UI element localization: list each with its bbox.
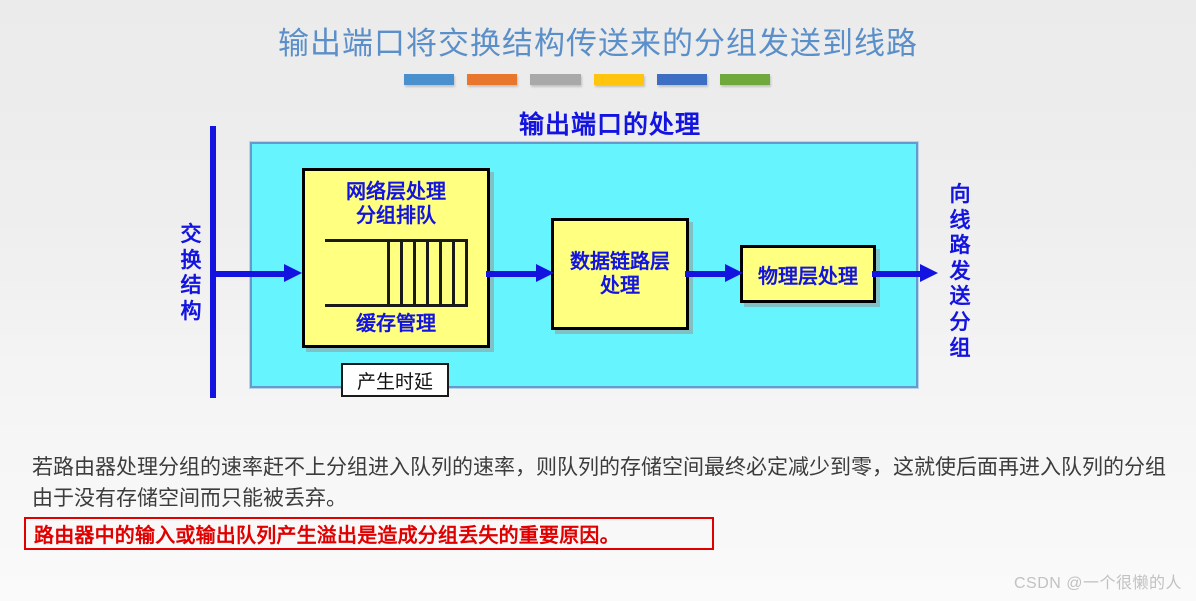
accent-bar-1: [404, 74, 455, 85]
out-label-char-5: 送: [949, 285, 971, 309]
datalink-layer-label: 数据链路层 处理: [570, 250, 670, 298]
page-title: 输出端口将交换结构传送来的分组发送到线路: [278, 26, 918, 61]
buffer-management-label: 缓存管理: [356, 313, 436, 335]
key-point-text: 路由器中的输入或输出队列产生溢出是造成分组丢失的重要原因。: [34, 525, 620, 547]
body-paragraph: 若路由器处理分组的速率赶不上分组进入队列的速率，则队列的存储空间最终必定减少到零…: [32, 455, 1166, 511]
network-layer-box: 网络层处理 分组排队 缓存管理: [302, 168, 490, 348]
arrow-shaft: [685, 271, 727, 277]
queue-divider: [425, 239, 429, 307]
diagram-heading: 输出端口的处理: [518, 111, 701, 139]
fabric-label-char-4: 构: [180, 299, 202, 323]
out-label-char-7: 组: [949, 336, 971, 360]
accent-bar-6: [719, 74, 771, 85]
arrow-physical-to-line-icon: [872, 264, 940, 282]
physical-layer-label: 物理层处理: [758, 265, 858, 288]
accent-bar-4: [593, 74, 644, 85]
out-label-char-3: 路: [949, 234, 971, 258]
arrow-head: [284, 264, 302, 282]
fabric-label-char-3: 结: [180, 274, 202, 298]
queue-divider: [465, 239, 468, 307]
arrow-shaft: [872, 271, 922, 277]
out-label-char-6: 分: [949, 311, 971, 335]
to-line-label: 向 线 路 发 送 分 组: [944, 182, 976, 361]
arrow-head: [536, 264, 554, 282]
fabric-label-char-1: 交: [180, 223, 202, 246]
queue-divider: [438, 239, 442, 307]
physical-layer-box: 物理层处理: [740, 245, 876, 303]
arrow-fabric-to-network-icon: [214, 264, 304, 282]
arrow-shaft: [486, 271, 538, 277]
switch-fabric-label: 交 换 结 构: [176, 222, 206, 324]
title-accent-bars: [404, 74, 771, 85]
accent-bar-2: [467, 74, 518, 85]
network-layer-title-line1: 网络层处理: [346, 181, 446, 203]
packet-queue-graphic: [325, 239, 468, 307]
fabric-label-char-2: 换: [180, 248, 202, 272]
delay-callout: 产生时延: [341, 363, 449, 397]
arrow-network-to-datalink-icon: [486, 264, 556, 282]
arrow-shaft: [214, 271, 286, 277]
queue-divider: [399, 239, 403, 307]
arrow-datalink-to-physical-icon: [685, 264, 745, 282]
network-layer-title-line2: 分组排队: [356, 204, 436, 227]
arrow-head: [920, 264, 938, 282]
watermark: CSDN @一个很懒的人: [1013, 575, 1182, 592]
out-label-char-1: 向: [949, 183, 971, 206]
out-label-char-4: 发: [949, 259, 971, 283]
network-layer-title: 网络层处理 分组排队: [305, 181, 487, 228]
datalink-layer-box: 数据链路层 处理: [551, 218, 689, 330]
datalink-layer-line1: 数据链路层: [570, 251, 670, 273]
queue-divider: [412, 239, 416, 307]
queue-divider: [451, 239, 455, 307]
datalink-layer-line2: 处理: [600, 275, 640, 297]
out-label-char-2: 线: [949, 208, 971, 232]
arrow-head: [725, 264, 743, 282]
key-point-callout: 路由器中的输入或输出队列产生溢出是造成分组丢失的重要原因。: [24, 517, 714, 550]
delay-callout-label: 产生时延: [356, 371, 433, 393]
accent-bar-3: [530, 74, 581, 85]
accent-bar-5: [656, 74, 707, 85]
queue-divider: [386, 239, 390, 307]
switch-fabric-line: [210, 126, 216, 398]
